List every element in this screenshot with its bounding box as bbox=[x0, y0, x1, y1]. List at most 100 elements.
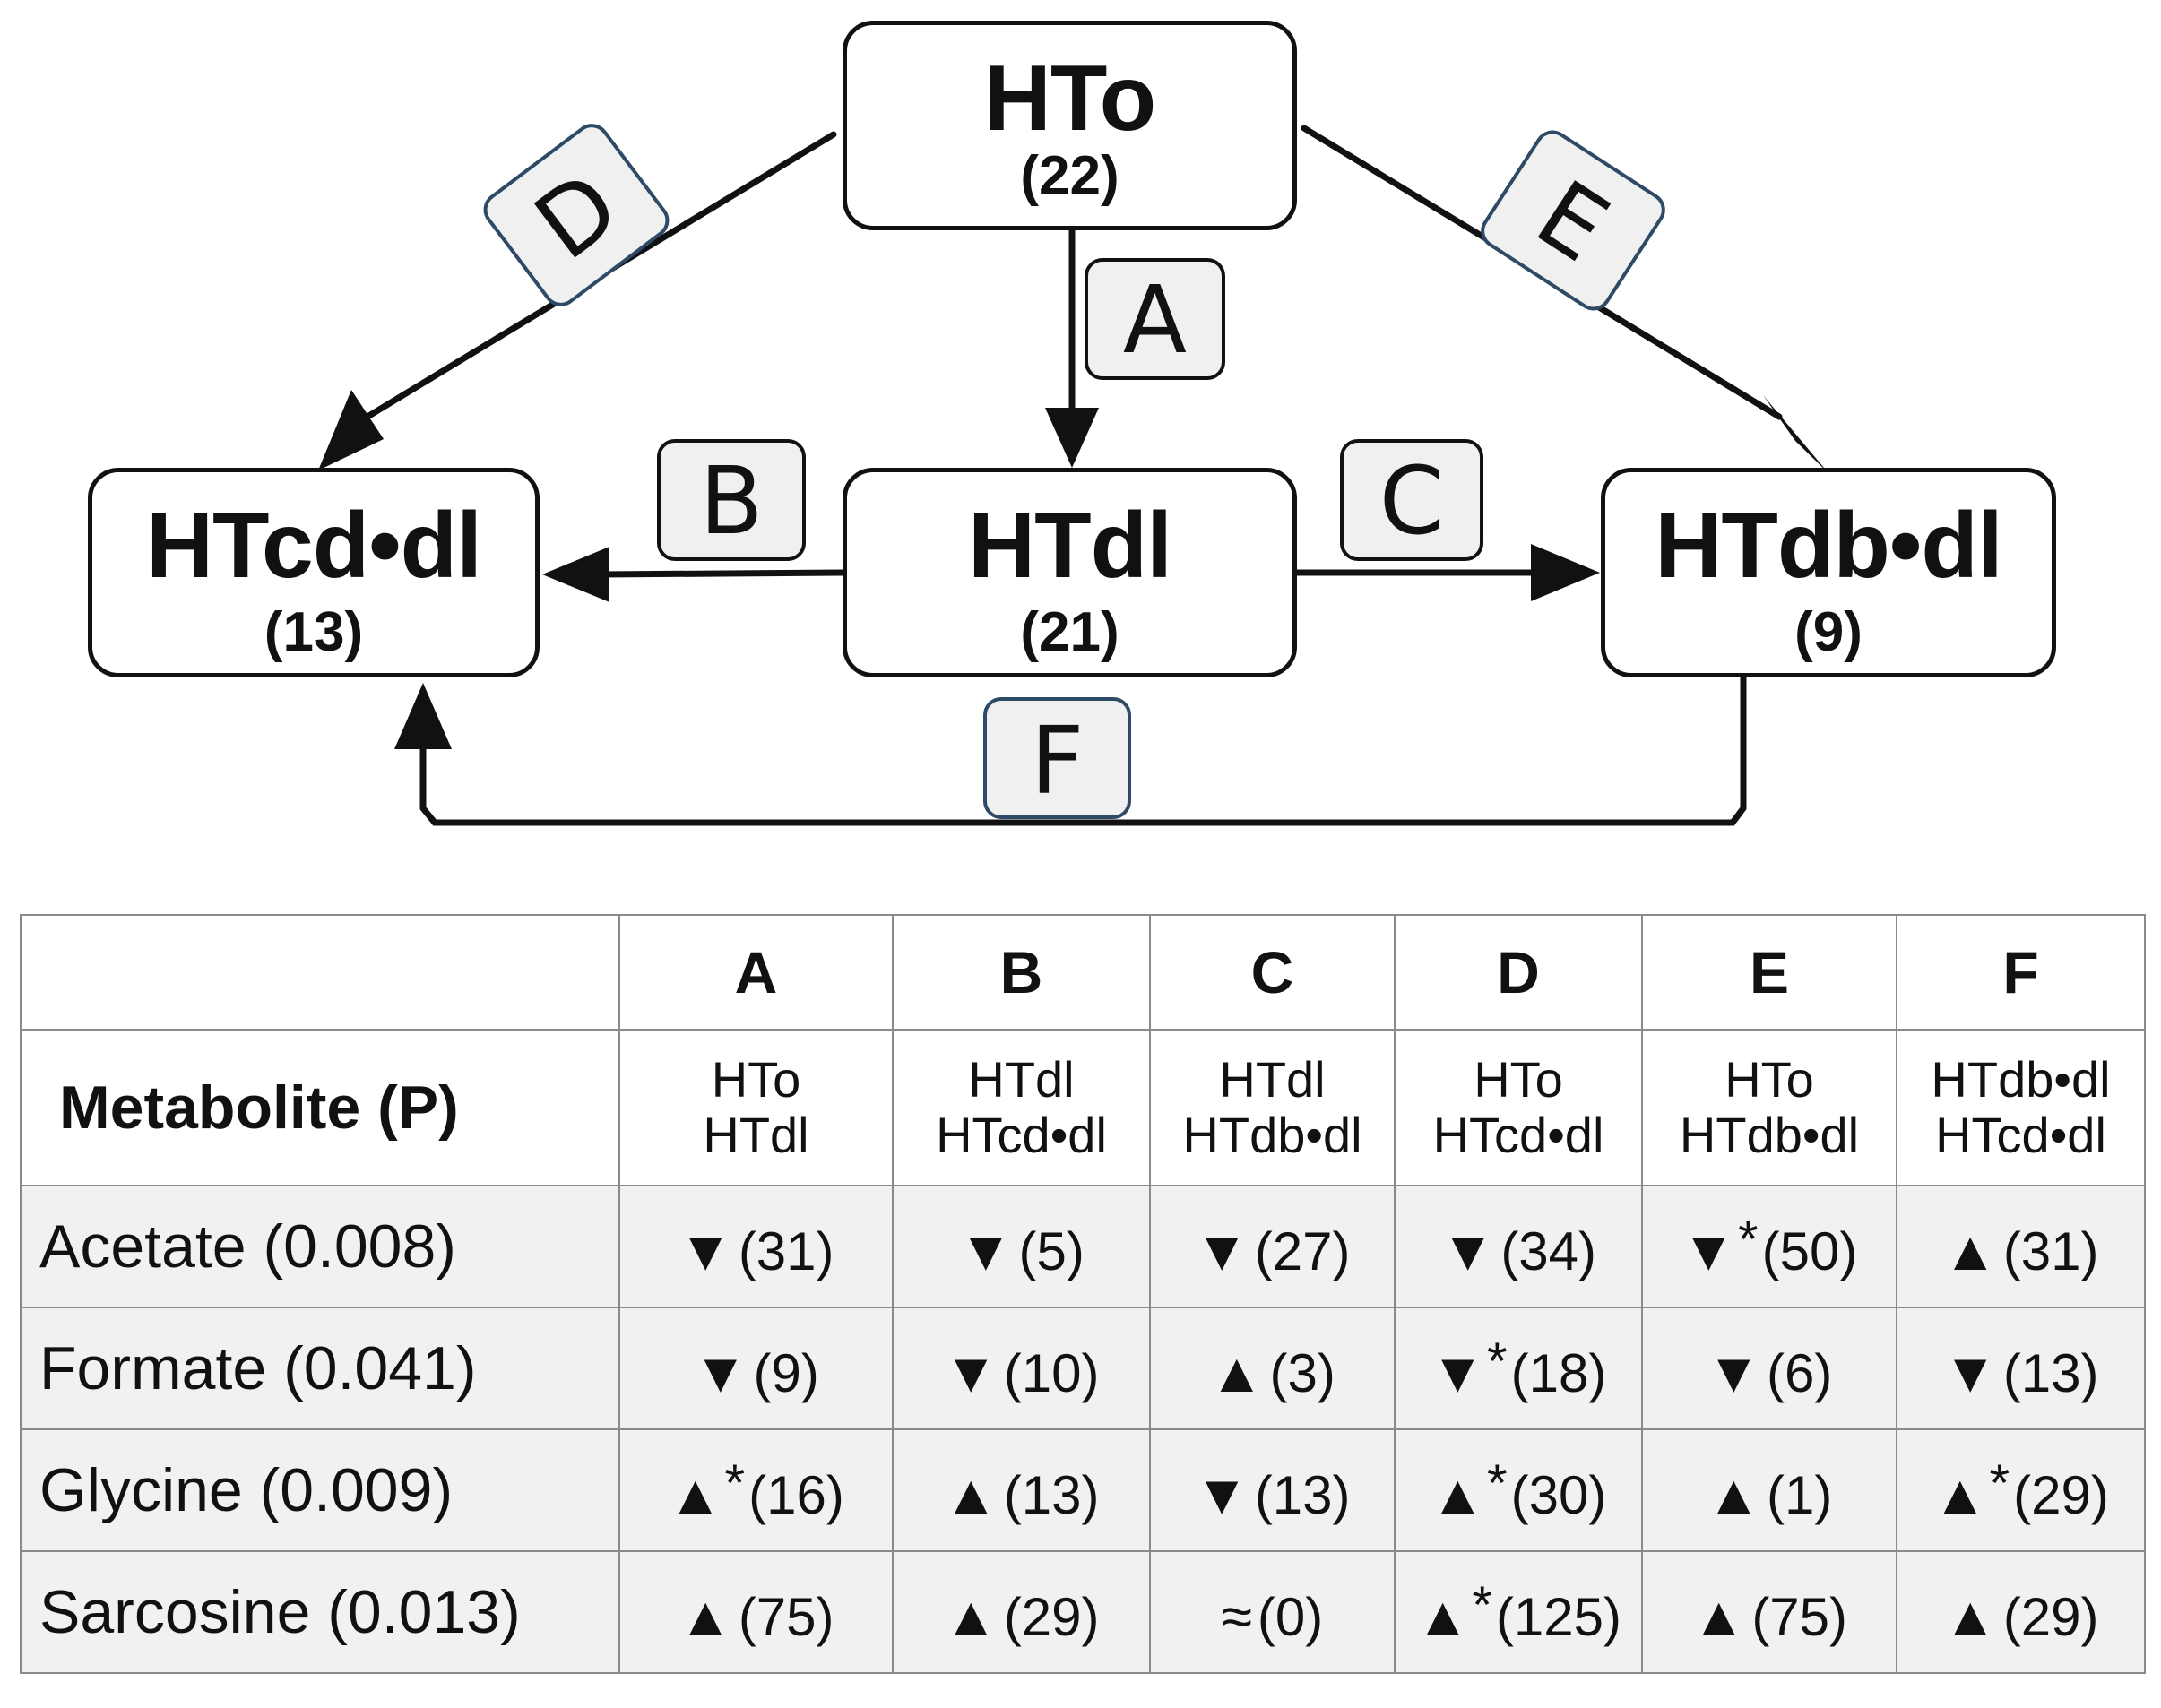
metabolite-header: Metabolite (P) bbox=[20, 1029, 620, 1186]
pair-to: HTdb•dl bbox=[1182, 1107, 1362, 1163]
edge-c-arrowhead bbox=[1531, 544, 1600, 601]
change-direction-icon: ▲ bbox=[943, 1586, 998, 1648]
percent-change: (31) bbox=[738, 1221, 834, 1281]
percent-change: (0) bbox=[1257, 1587, 1324, 1647]
table-cell: ▼(5) bbox=[892, 1185, 1151, 1308]
node-htdb-dl-count: (9) bbox=[1794, 601, 1863, 663]
change-direction-icon: ▲ bbox=[1942, 1221, 1998, 1282]
node-htdb-dl-label: HTdb•dl bbox=[1655, 494, 2003, 598]
significance-marker: * bbox=[1487, 1454, 1508, 1513]
table-cell: ▲(3) bbox=[1149, 1307, 1396, 1430]
pair-from: HTo bbox=[711, 1051, 801, 1108]
change-direction-icon: ▲ bbox=[668, 1464, 723, 1526]
table-cell: ▲(13) bbox=[892, 1428, 1151, 1552]
percent-change: (5) bbox=[1018, 1221, 1085, 1281]
table-cell: ▼(13) bbox=[1896, 1307, 2146, 1430]
table-cell: ▲(75) bbox=[1641, 1550, 1897, 1674]
significance-marker: * bbox=[724, 1454, 746, 1513]
change-direction-icon: ▲ bbox=[1414, 1586, 1471, 1648]
edge-e-arrowhead bbox=[1763, 395, 1828, 473]
edge-label-f: F bbox=[983, 697, 1131, 819]
edge-label-b: B bbox=[657, 439, 806, 561]
change-direction-icon: ≈ bbox=[1221, 1586, 1252, 1648]
table-cell: ▲(31) bbox=[1896, 1185, 2146, 1308]
change-direction-icon: ▲ bbox=[1706, 1464, 1762, 1526]
percent-change: (9) bbox=[753, 1343, 819, 1403]
table-cell: ▲(1) bbox=[1641, 1428, 1897, 1552]
percent-change: (10) bbox=[1003, 1343, 1100, 1403]
percent-change: (13) bbox=[2002, 1343, 2099, 1403]
change-direction-icon: ▼ bbox=[1706, 1342, 1762, 1404]
change-direction-icon: ▲ bbox=[1209, 1342, 1265, 1404]
pair-from: HTdl bbox=[1219, 1051, 1326, 1108]
percent-change: (1) bbox=[1767, 1465, 1833, 1525]
percent-change: (30) bbox=[1510, 1465, 1607, 1525]
percent-change: (6) bbox=[1767, 1343, 1833, 1403]
node-htdb-dl: HTdb•dl (9) bbox=[1601, 468, 2056, 677]
table-cell: ▲*(29) bbox=[1896, 1428, 2146, 1552]
percent-change: (34) bbox=[1500, 1221, 1597, 1281]
pair-from: HTdb•dl bbox=[1931, 1051, 2111, 1108]
change-direction-icon: ▼ bbox=[943, 1342, 998, 1404]
node-hto-count: (22) bbox=[1020, 145, 1119, 207]
percent-change: (31) bbox=[2002, 1221, 2099, 1281]
percent-change: (75) bbox=[738, 1587, 834, 1647]
table-cell: ▼(34) bbox=[1394, 1185, 1643, 1308]
change-direction-icon: ▲ bbox=[1932, 1464, 1988, 1526]
change-direction-icon: ▲ bbox=[678, 1586, 733, 1648]
table-cell: ▼(31) bbox=[618, 1185, 894, 1308]
column-letter-f: F bbox=[1896, 914, 2146, 1031]
pair-to: HTcd•dl bbox=[936, 1107, 1107, 1163]
percent-change: (16) bbox=[748, 1465, 844, 1525]
table-cell: ▲(29) bbox=[892, 1550, 1151, 1674]
table-cell: ▼*(18) bbox=[1394, 1307, 1643, 1430]
pair-to: HTdb•dl bbox=[1679, 1107, 1860, 1163]
edge-b-arrowhead bbox=[542, 547, 609, 602]
pair-from: HTo bbox=[1724, 1051, 1814, 1108]
pair-to: HTcd•dl bbox=[1935, 1107, 2106, 1163]
percent-change: (18) bbox=[1510, 1343, 1607, 1403]
change-direction-icon: ▼ bbox=[1194, 1464, 1249, 1526]
change-direction-icon: ▼ bbox=[1430, 1342, 1486, 1404]
percent-change: (13) bbox=[1003, 1465, 1100, 1525]
table-cell: ▲(75) bbox=[618, 1550, 894, 1674]
table-cell: ▼(27) bbox=[1149, 1185, 1396, 1308]
percent-change: (50) bbox=[1761, 1221, 1858, 1281]
table-cell: ▼(10) bbox=[892, 1307, 1151, 1430]
pair-from: HTo bbox=[1474, 1051, 1563, 1108]
change-direction-icon: ▼ bbox=[1681, 1221, 1737, 1282]
percent-change: (29) bbox=[1003, 1587, 1100, 1647]
change-direction-icon: ▲ bbox=[1690, 1586, 1747, 1648]
column-letter-a: A bbox=[618, 914, 894, 1031]
node-htcd-dl-label: HTcd•dl bbox=[145, 494, 482, 598]
change-direction-icon: ▼ bbox=[678, 1221, 733, 1282]
node-htdl-label: HTdl bbox=[967, 494, 1172, 598]
table-row: Glycine (0.009)▲*(16)▲(13)▼(13)▲*(30)▲(1… bbox=[20, 1428, 2146, 1552]
metabolite-name: Glycine (0.009) bbox=[20, 1428, 620, 1552]
table-cell: ▼(9) bbox=[618, 1307, 894, 1430]
edge-a-arrowhead bbox=[1045, 408, 1099, 468]
change-direction-icon: ▲ bbox=[1942, 1586, 1998, 1648]
column-letter-b: B bbox=[892, 914, 1151, 1031]
change-direction-icon: ▼ bbox=[1439, 1221, 1496, 1282]
table-cell: ▼*(50) bbox=[1641, 1185, 1897, 1308]
edge-f-arrowhead bbox=[394, 683, 452, 749]
pair-from: HTdl bbox=[968, 1051, 1075, 1108]
change-direction-icon: ▲ bbox=[1430, 1464, 1486, 1526]
header-corner bbox=[20, 914, 620, 1031]
percent-change: (27) bbox=[1254, 1221, 1351, 1281]
change-direction-icon: ▼ bbox=[958, 1221, 1014, 1282]
edge-b-line bbox=[597, 569, 846, 578]
metabolite-name: Sarcosine (0.013) bbox=[20, 1550, 620, 1674]
metabolite-name: Acetate (0.008) bbox=[20, 1185, 620, 1308]
significance-marker: * bbox=[1738, 1211, 1759, 1269]
table-cell: ▲*(125) bbox=[1394, 1550, 1643, 1674]
